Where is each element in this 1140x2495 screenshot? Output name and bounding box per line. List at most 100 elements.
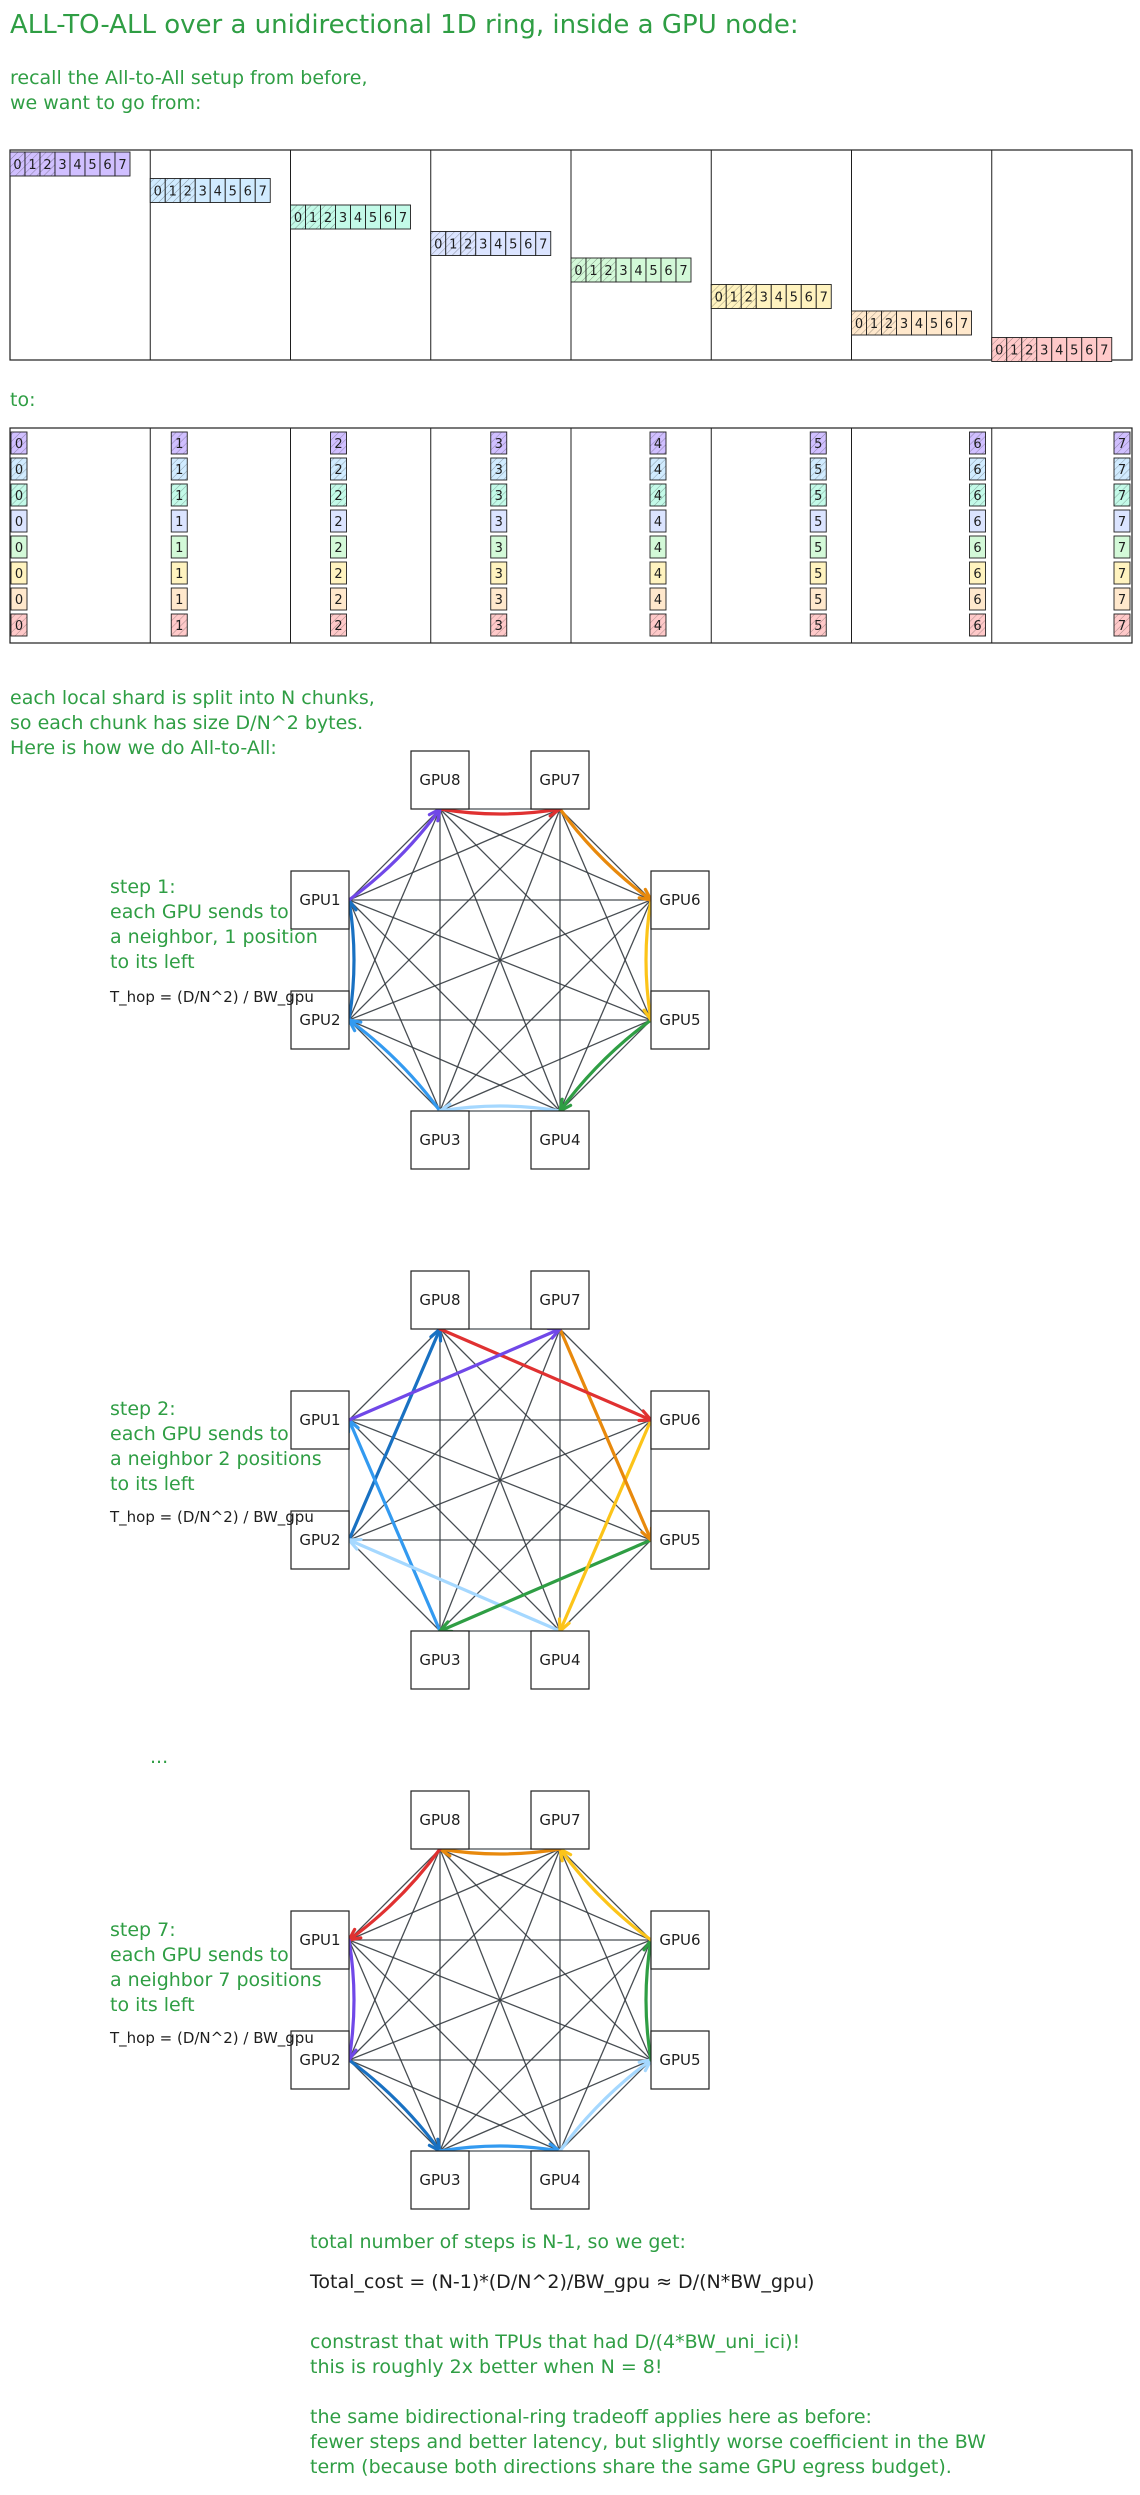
ring-step7-link [348,1848,561,2061]
svg-text:2: 2 [885,317,893,332]
from-chunk-0-4: 4 [69,151,86,177]
svg-text:0: 0 [15,515,23,530]
svg-text:4: 4 [654,593,662,608]
svg-text:0: 0 [855,317,863,332]
svg-text:2: 2 [334,489,342,504]
to-chunk-2-5: 2 [330,561,347,585]
from-chunk-4-4: 4 [630,257,647,283]
svg-text:3: 3 [1040,344,1048,359]
from-chunk-6-7: 7 [956,310,972,336]
summary-steps-line: total number of steps is N-1, so we get: [310,2231,686,2253]
svg-text:6: 6 [973,619,981,634]
from-chunk-0-6: 6 [99,151,116,177]
from-chunk-2-6: 6 [380,204,396,230]
intro-line-2: we want to go from: [10,92,202,114]
summary-total-cost: Total_cost = (N-1)*(D/N^2)/BW_gpu ≈ D/(N… [310,2271,815,2293]
ring-step2-arrow-gpu7 [558,1327,654,1542]
from-chunk-0-2: 2 [39,151,56,177]
step2-line-2: a neighbor 2 positions [110,1448,322,1470]
svg-text:5: 5 [649,264,657,279]
from-chunk-0-3: 3 [54,151,71,177]
svg-text:5: 5 [930,317,938,332]
to-chunk-6-2: 6 [969,483,986,507]
svg-text:6: 6 [805,291,813,306]
to-chunk-0-3: 0 [10,509,28,533]
ring-step2-link [439,1328,561,1632]
svg-text:4: 4 [654,437,662,452]
svg-text:4: 4 [73,158,81,173]
to-chunk-3-7: 3 [490,613,508,637]
svg-text:1: 1 [175,489,183,504]
svg-text:2: 2 [334,541,342,556]
ring-step1-link [439,808,652,901]
svg-text:2: 2 [334,619,342,634]
svg-text:4: 4 [214,185,222,200]
svg-text:2: 2 [334,567,342,582]
from-chunk-6-0: 0 [851,310,867,336]
ring-step1-link [348,1019,561,1112]
svg-text:6: 6 [244,185,252,200]
from-chunk-2-4: 4 [350,204,366,230]
ring-step2-box-gpu5: GPU5 [650,1510,710,1570]
from-chunk-7-5: 5 [1066,337,1083,362]
svg-text:5: 5 [814,463,822,478]
to-label: to: [10,389,36,411]
ring-step7-link [348,1848,441,2061]
svg-text:7: 7 [118,158,126,173]
to-chunk-2-2: 2 [330,483,347,507]
svg-text:3: 3 [479,238,487,253]
step1-heading: step 1: [110,876,176,898]
gpu-label: GPU7 [539,1291,580,1309]
to-chunk-6-4: 6 [969,535,986,559]
to-chunk-1-6: 1 [170,587,188,611]
svg-text:6: 6 [945,317,953,332]
from-chunk-2-1: 1 [305,204,321,230]
to-chunk-3-5: 3 [490,561,508,585]
svg-text:7: 7 [820,291,828,306]
svg-text:3: 3 [495,437,503,452]
svg-text:4: 4 [654,489,662,504]
to-chunk-4-1: 4 [649,457,667,481]
from-chunk-0-0: 0 [9,151,26,177]
ring-step2-arrow-gpu1 [347,1326,562,1422]
summary-tradeoff-1: the same bidirectional-ring tradeoff app… [310,2406,872,2428]
from-chunk-1-3: 3 [194,178,211,203]
from-chunk-0-7: 7 [114,151,131,177]
from-chunk-6-5: 5 [926,310,942,336]
ring-step1-link [559,1019,652,1112]
ring-step2-box-gpu4: GPU4 [530,1630,590,1690]
from-chunk-3-7: 7 [535,231,552,256]
ring-step1-link [439,1019,652,1112]
ring-step7-box-gpu2: GPU2 [290,2030,350,2090]
svg-text:3: 3 [58,158,66,173]
ring-step1-box-gpu5: GPU5 [650,990,710,1050]
svg-text:2: 2 [43,158,51,173]
svg-text:6: 6 [103,158,111,173]
ring-step7-link [439,1939,652,2152]
svg-text:5: 5 [369,211,377,226]
svg-text:1: 1 [175,515,183,530]
ring-step1-link [348,808,561,1021]
from-chunk-7-4: 4 [1051,337,1068,362]
svg-text:6: 6 [973,541,981,556]
ring-step7-link [439,1848,652,2061]
to-chunk-0-2: 0 [10,483,28,507]
ring-step2-link [348,1328,561,1541]
from-chunk-3-4: 4 [490,231,507,256]
svg-text:5: 5 [790,291,798,306]
svg-text:6: 6 [973,437,981,452]
from-chunk-3-5: 5 [505,231,522,256]
ring-step7-box-gpu4: GPU4 [530,2150,590,2210]
ring-step7-link [559,2059,652,2152]
ring-step1-link [348,808,561,901]
to-chunk-5-1: 5 [809,457,827,481]
svg-text:1: 1 [175,619,183,634]
summary-contrast-1: constrast that with TPUs that had D/(4*B… [310,2331,801,2353]
svg-text:0: 0 [15,593,23,608]
step7-formula: T_hop = (D/N^2) / BW_gpu [110,2029,314,2047]
ring-step7-link [348,1939,441,2152]
gpu-label: GPU4 [539,2171,580,2189]
from-chunk-7-0: 0 [991,337,1008,362]
ring-step2-link [348,1539,441,1632]
